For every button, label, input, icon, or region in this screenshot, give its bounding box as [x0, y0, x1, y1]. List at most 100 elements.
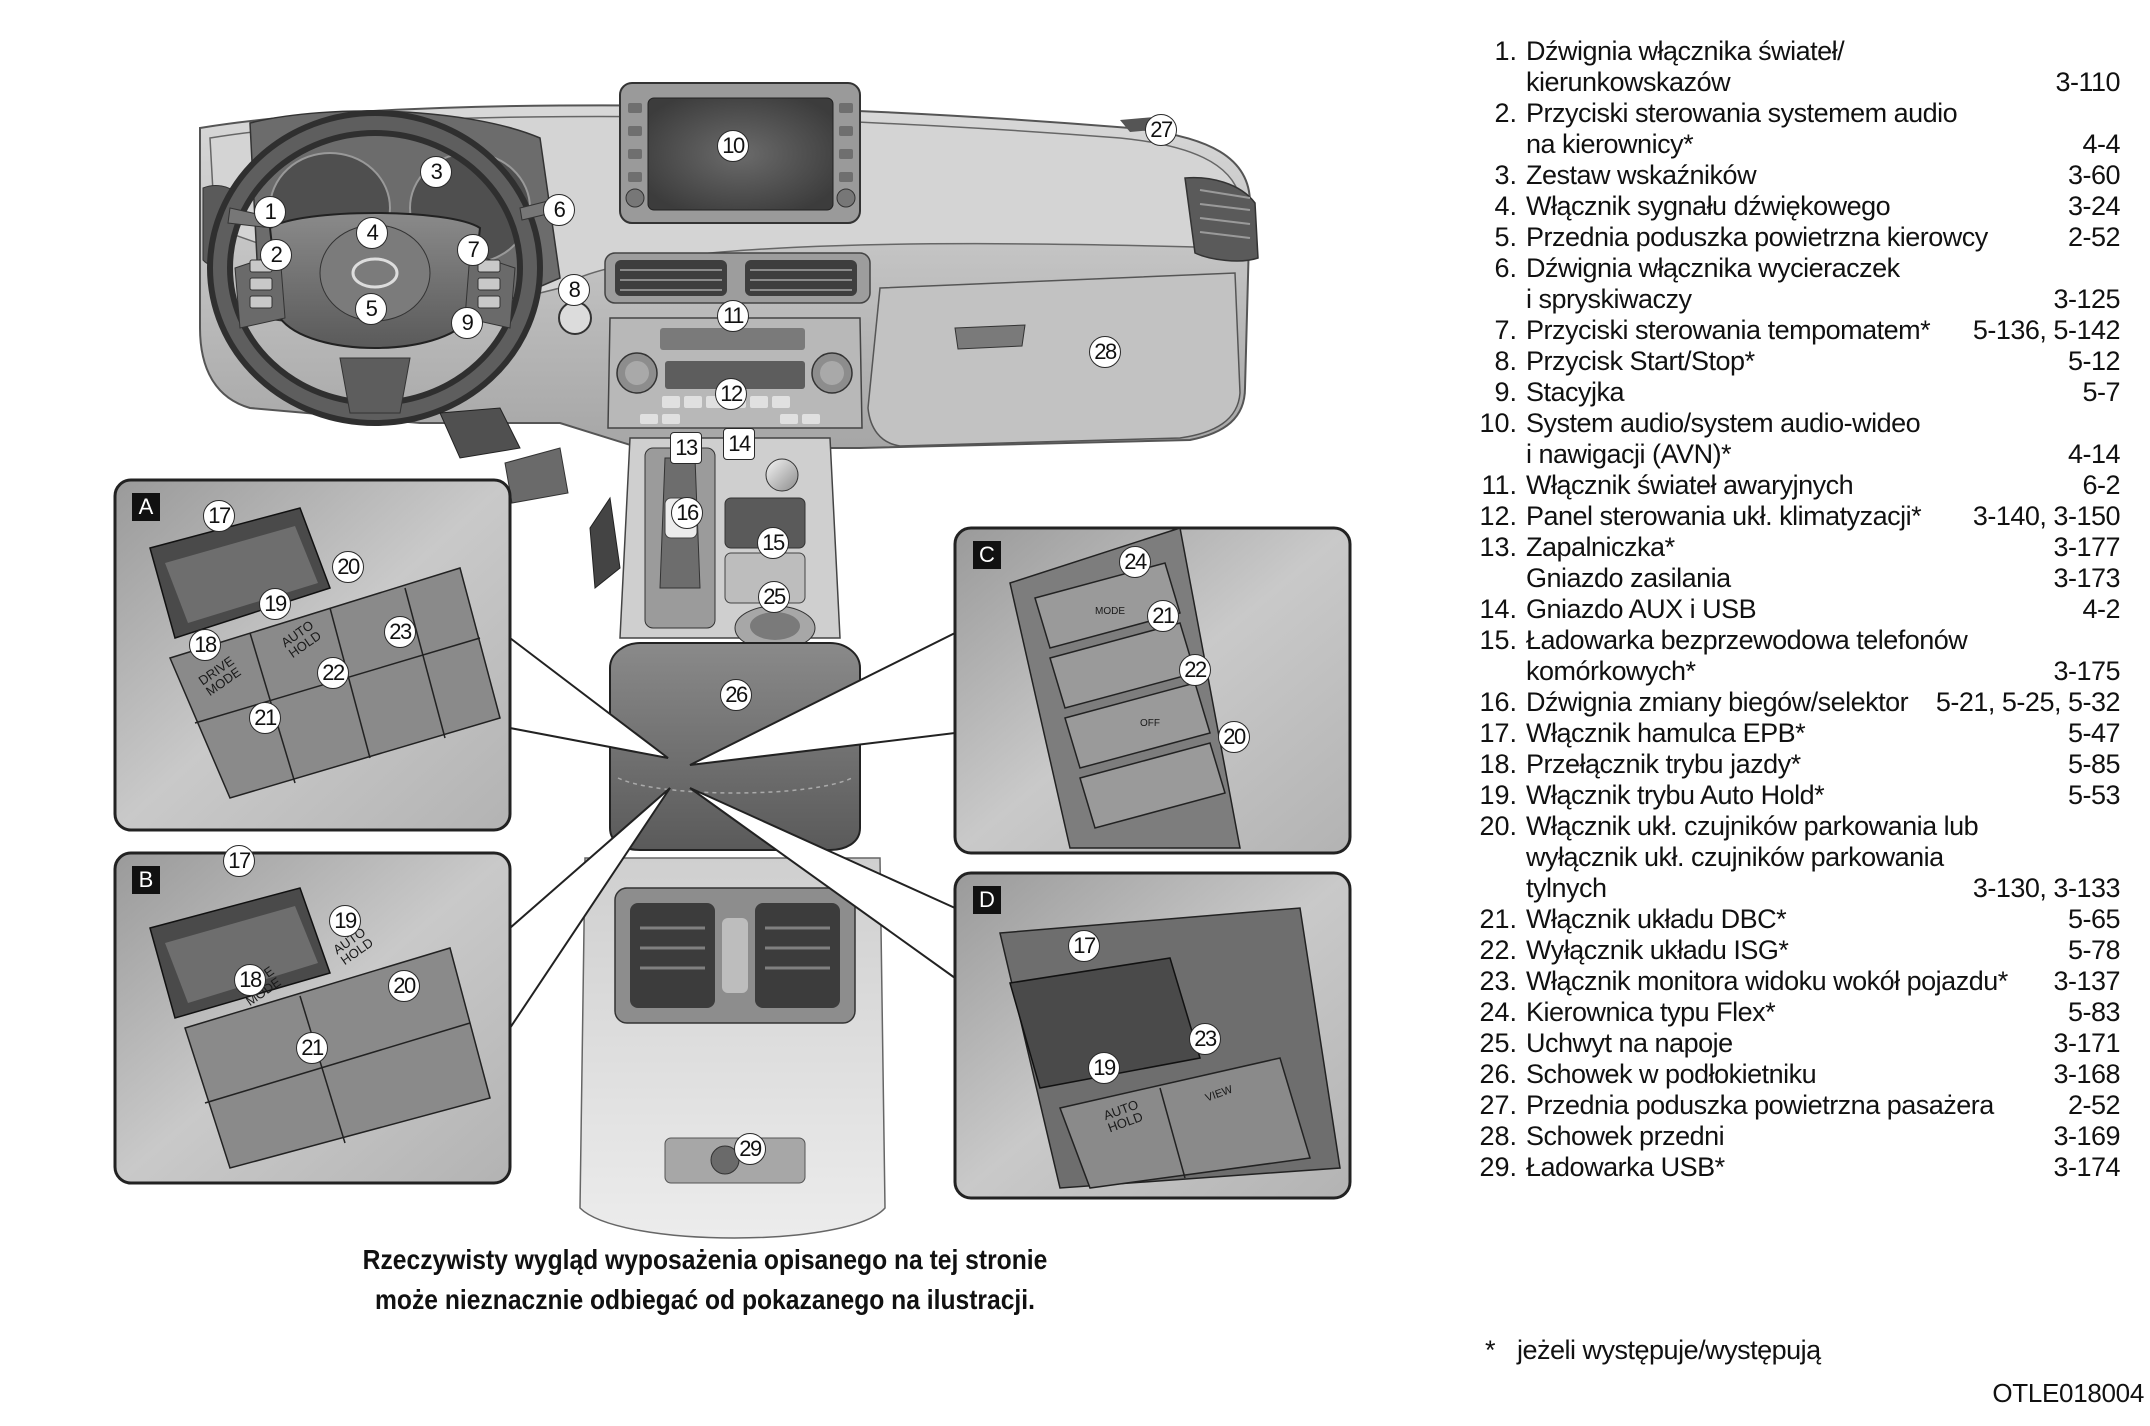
legend-item: 28. Schowek przedni 3-169	[1455, 1121, 2120, 1152]
callout-19-b: 19	[329, 905, 361, 937]
inset-label-c: C	[973, 541, 1001, 569]
legend-item: 14. Gniazdo AUX i USB 4-2	[1455, 594, 2120, 625]
legend-item: 19.Włącznik trybu Auto Hold*5-53	[1455, 780, 2120, 811]
legend-item: 21.Włącznik układu DBC*5-65	[1455, 904, 2120, 935]
callout-8: 8	[558, 274, 590, 306]
legend-page-ref: 3-140, 3-150	[1972, 501, 2121, 531]
legend-number: 14.	[1479, 594, 1517, 624]
legend-description: Zestaw wskaźników	[1526, 160, 1757, 190]
legend-description: Kierownica typu Flex*	[1526, 997, 1776, 1027]
inset-c	[953, 526, 1352, 855]
legend-description: Włącznik świateł awaryjnych	[1526, 470, 1854, 500]
legend-page-ref: 4-14	[2067, 439, 2121, 469]
legend-number: 26.	[1479, 1059, 1517, 1089]
legend-description: Gniazdo AUX i USB	[1526, 594, 1757, 624]
legend-page-ref: 4-2	[2082, 594, 2120, 624]
callout-17-d: 17	[1068, 930, 1100, 962]
legend-description: Ładowarka bezprzewodowa telefonów komórk…	[1526, 625, 1968, 686]
legend-number: 3.	[1494, 160, 1517, 190]
legend-description: Przełącznik trybu jazdy*	[1526, 749, 1801, 779]
legend-number: 1.	[1494, 36, 1517, 66]
callout-20-c: 20	[1218, 721, 1250, 753]
legend-number: 15.	[1479, 625, 1517, 655]
callout-20-a: 20	[332, 551, 364, 583]
legend-number: 27.	[1479, 1090, 1517, 1120]
callout-24-c: 24	[1119, 546, 1151, 578]
legend-description: Schowek przedni	[1526, 1121, 1725, 1151]
legend-number: 28.	[1479, 1121, 1517, 1151]
callout-10: 10	[717, 130, 749, 162]
legend-description: Uchwyt na napoje	[1526, 1028, 1733, 1058]
callout-23-d: 23	[1189, 1023, 1221, 1055]
legend-item: 24.Kierownica typu Flex*5-83	[1455, 997, 2120, 1028]
footnote: *jeżeli występuje/występują	[1485, 1335, 1821, 1366]
legend-page-ref: 2-52	[2067, 1090, 2121, 1120]
callout-5: 5	[355, 293, 387, 325]
legend-page-ref: 3-24	[2067, 191, 2121, 221]
legend-number: 6.	[1494, 253, 1517, 283]
legend-item: 6.Dźwignia włącznika wycieraczek i sprys…	[1455, 253, 2120, 315]
legend-item: 29.Ładowarka USB*3-174	[1455, 1152, 2120, 1183]
callout-18-a: 18	[189, 629, 221, 661]
disclaimer-caption: Rzeczywisty wygląd wyposażenia opisanego…	[261, 1240, 1150, 1320]
callout-15: 15	[757, 527, 789, 559]
legend-number: 17.	[1479, 718, 1517, 748]
callout-25: 25	[758, 581, 790, 613]
callout-22-c: 22	[1179, 654, 1211, 686]
switch-label-off: OFF	[1140, 718, 1160, 729]
legend-page-ref: 5-53	[2067, 780, 2121, 810]
legend-page-ref: 6-2	[2082, 470, 2120, 500]
legend-description: Przednia poduszka powietrzna pasażera	[1526, 1090, 1994, 1120]
legend-number: 24.	[1479, 997, 1517, 1027]
legend-description: Przednia poduszka powietrzna kierowcy	[1526, 222, 1988, 252]
callout-16: 16	[671, 497, 703, 529]
legend-description: Przyciski sterowania tempomatem*	[1526, 315, 1931, 345]
legend-number: 11.	[1481, 470, 1517, 500]
callout-17-b: 17	[223, 845, 255, 877]
callout-11: 11	[717, 300, 749, 332]
legend-page-ref: 5-7	[2082, 377, 2120, 407]
callout-29: 29	[734, 1133, 766, 1165]
callout-1: 1	[254, 196, 286, 228]
legend-page-ref: 4-4	[2082, 129, 2120, 159]
legend-item: 20.Włącznik ukł. czujników parkowania lu…	[1455, 811, 2120, 904]
legend-description: Włącznik układu DBC*	[1526, 904, 1787, 934]
legend-number: 20.	[1479, 811, 1517, 841]
legend-description: Przycisk Start/Stop*	[1526, 346, 1755, 376]
legend-number: 9.	[1494, 377, 1517, 407]
legend-item: 15. Ładowarka bezprzewodowa telefonów kom…	[1455, 625, 2120, 687]
legend-page-ref: 3-174	[2053, 1152, 2120, 1182]
legend-item: 12.Panel sterowania ukł. klimatyzacji*3-…	[1455, 501, 2120, 532]
legend-number: 22.	[1479, 935, 1517, 965]
callout-27: 27	[1145, 114, 1177, 146]
legend-page-ref: 3-125	[2053, 284, 2120, 314]
legend-description: Gniazdo zasilania	[1526, 563, 1731, 593]
legend-page-ref: 3-110	[2055, 67, 2120, 97]
callout-28: 28	[1089, 336, 1121, 368]
cockpit-illustration	[113, 82, 1352, 1239]
legend-page-ref: 3-177	[2053, 532, 2120, 562]
legend-number: 7.	[1494, 315, 1517, 345]
legend-item: 4. Włącznik sygnału dźwiękowego 3-24	[1455, 191, 2120, 222]
steering-area	[207, 110, 621, 589]
callout-23-a: 23	[384, 616, 416, 648]
callout-26: 26	[720, 679, 752, 711]
legend-description: Włącznik sygnału dźwiękowego	[1526, 191, 1891, 221]
legend-description: Panel sterowania ukł. klimatyzacji*	[1526, 501, 1922, 531]
legend-description: Stacyjka	[1526, 377, 1625, 407]
legend-page-ref: 3-169	[2053, 1121, 2120, 1151]
center-console	[579, 437, 886, 1239]
image-code: OTLE018004	[1992, 1378, 2144, 1408]
legend-description: Włącznik trybu Auto Hold*	[1526, 780, 1825, 810]
legend-description: System audio/system audio-wideo i nawiga…	[1526, 408, 1921, 469]
legend-number: 4.	[1494, 191, 1517, 221]
legend-item: 22.Wyłącznik układu ISG*5-78	[1455, 935, 2120, 966]
legend-item: 7.Przyciski sterowania tempomatem*5-136,…	[1455, 315, 2120, 346]
legend-description: Zapalniczka*	[1526, 532, 1675, 562]
callout-7: 7	[457, 234, 489, 266]
callout-2: 2	[260, 239, 292, 271]
legend-item: 17.Włącznik hamulca EPB*5-47	[1455, 718, 2120, 749]
